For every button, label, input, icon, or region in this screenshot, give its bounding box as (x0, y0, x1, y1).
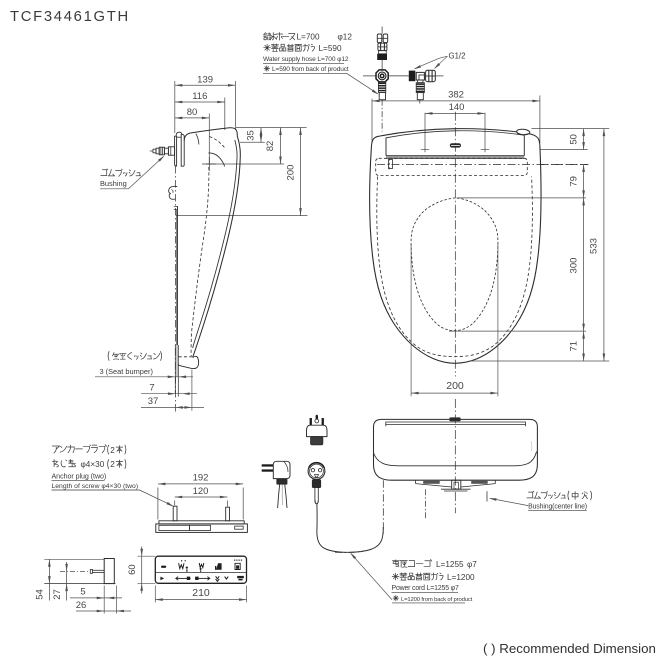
svg-text:Power cord L=1255 φ7: Power cord L=1255 φ7 (392, 585, 459, 592)
svg-text:79: 79 (568, 176, 579, 187)
svg-text:27: 27 (52, 589, 63, 600)
svg-text:L=590 from back of product: L=590 from back of product (272, 66, 349, 73)
svg-text:200: 200 (286, 165, 297, 181)
svg-text:37: 37 (148, 396, 159, 407)
svg-text:L=700: L=700 (297, 33, 320, 42)
svg-text:L=1200: L=1200 (447, 573, 475, 582)
svg-text:7: 7 (149, 383, 154, 394)
svg-text:φ7: φ7 (467, 560, 477, 569)
svg-text:192: 192 (193, 473, 209, 484)
svg-text:L=1200 from back of product: L=1200 from back of product (401, 597, 473, 603)
svg-text:TCF34461GTH: TCF34461GTH (10, 9, 130, 25)
svg-text:φ4×30: φ4×30 (81, 460, 105, 469)
svg-text:5: 5 (80, 587, 85, 598)
svg-text:200: 200 (446, 380, 464, 392)
svg-text:2: 2 (110, 460, 115, 469)
svg-text:71: 71 (568, 341, 579, 352)
svg-text:φ12: φ12 (338, 33, 353, 42)
svg-text:82: 82 (265, 141, 276, 152)
svg-text:Water supply hose L=700 φ12: Water supply hose L=700 φ12 (263, 56, 349, 63)
svg-text:54: 54 (35, 589, 46, 600)
svg-text:80: 80 (187, 107, 198, 118)
svg-text:210: 210 (192, 587, 210, 599)
svg-text:( ) Recommended Dimension: ( ) Recommended Dimension (483, 641, 656, 656)
svg-text:140: 140 (449, 102, 465, 113)
svg-text:382: 382 (448, 89, 464, 100)
svg-text:50: 50 (568, 134, 579, 145)
svg-text:G1/2: G1/2 (449, 52, 466, 61)
svg-text:300: 300 (568, 258, 579, 274)
svg-text:139: 139 (197, 75, 213, 86)
svg-text:533: 533 (589, 238, 600, 254)
svg-text:35: 35 (246, 130, 257, 141)
svg-text:Length of screw φ4×30 (two): Length of screw φ4×30 (two) (52, 483, 139, 490)
svg-text:L=1255: L=1255 (436, 560, 464, 569)
svg-text:2: 2 (110, 446, 115, 455)
svg-text:116: 116 (192, 91, 207, 102)
svg-text:60: 60 (127, 564, 138, 575)
svg-text:120: 120 (193, 486, 209, 497)
svg-text:L=590: L=590 (319, 44, 342, 53)
svg-text:Bushing: Bushing (100, 179, 127, 188)
svg-text:3 (Seat bumper): 3 (Seat bumper) (100, 367, 153, 376)
svg-text:Anchor plug (two): Anchor plug (two) (52, 472, 107, 480)
svg-text:26: 26 (76, 600, 87, 611)
svg-text:Bushing(center line): Bushing(center line) (528, 503, 587, 510)
